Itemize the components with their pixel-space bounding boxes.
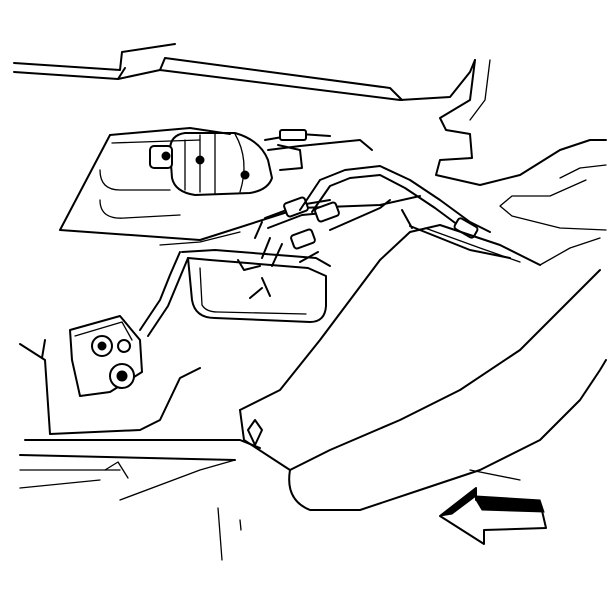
direction-arrow — [439, 486, 547, 545]
fuel-filter — [149, 129, 373, 196]
fuel-tank — [239, 209, 607, 511]
fuel-lines — [139, 165, 491, 337]
lower-frame-outline — [19, 459, 521, 561]
evap-canister — [181, 249, 331, 323]
left-bracket — [19, 315, 261, 489]
floor-pan-outline — [13, 43, 607, 231]
